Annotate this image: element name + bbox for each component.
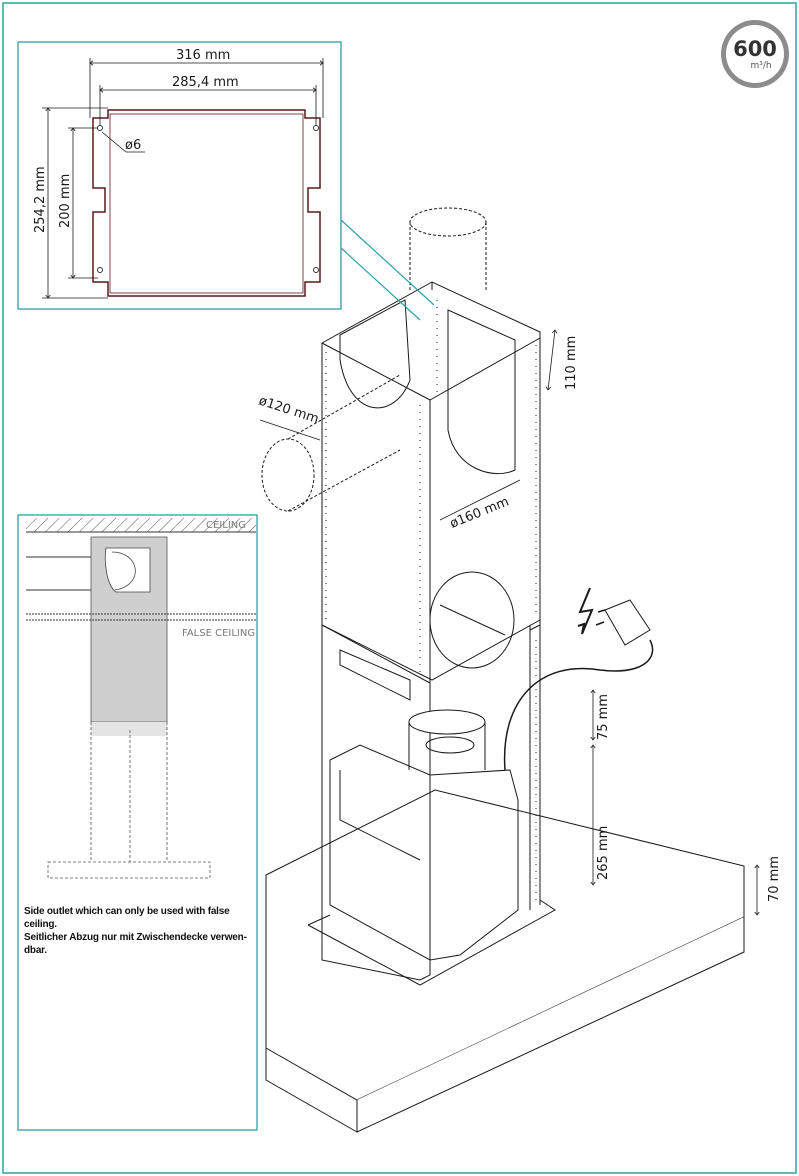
airflow-unit: m³/h	[750, 61, 771, 71]
top-detail-panel: 316 mm 285,4 mm ø6 254,2 mm 200 mm	[17, 41, 435, 321]
chimney-dimensions	[259, 330, 757, 915]
note-english: Side outlet which can only be used with …	[24, 906, 230, 930]
mounting-plate	[92, 109, 321, 297]
side-detail-panel: CEILING FALSE CEILING	[17, 514, 258, 1131]
ceiling-label: CEILING	[206, 520, 246, 531]
note-german-1: Seitlicher Abzug nur mit Zwischendecke v…	[24, 932, 247, 943]
top-offset-label: 110 mm	[564, 336, 579, 390]
motor-height-label: 265 mm	[596, 826, 611, 880]
airflow-value: 600	[733, 37, 777, 61]
main-drawing	[261, 207, 745, 1133]
ceiling	[26, 518, 256, 532]
motor-offset-label: 75 mm	[596, 694, 611, 740]
height-inner-label: 200 mm	[58, 174, 73, 228]
note-german-2: dbar.	[24, 945, 47, 956]
width-outer-label: 316 mm	[176, 48, 230, 63]
hood-thickness-label: 70 mm	[767, 856, 782, 902]
chimney-upper	[321, 281, 541, 681]
power-cable	[503, 639, 654, 771]
airflow-badge: 600 m³/h	[721, 20, 789, 88]
lightning-icon	[577, 587, 594, 635]
side-outlet-note: Side outlet which can only be used with …	[24, 905, 256, 957]
width-inner-label: 285,4 mm	[172, 75, 239, 90]
height-outer-label: 254,2 mm	[33, 166, 48, 233]
hole-label: ø6	[125, 138, 141, 153]
false-ceiling-label: FALSE CEILING	[182, 628, 255, 639]
